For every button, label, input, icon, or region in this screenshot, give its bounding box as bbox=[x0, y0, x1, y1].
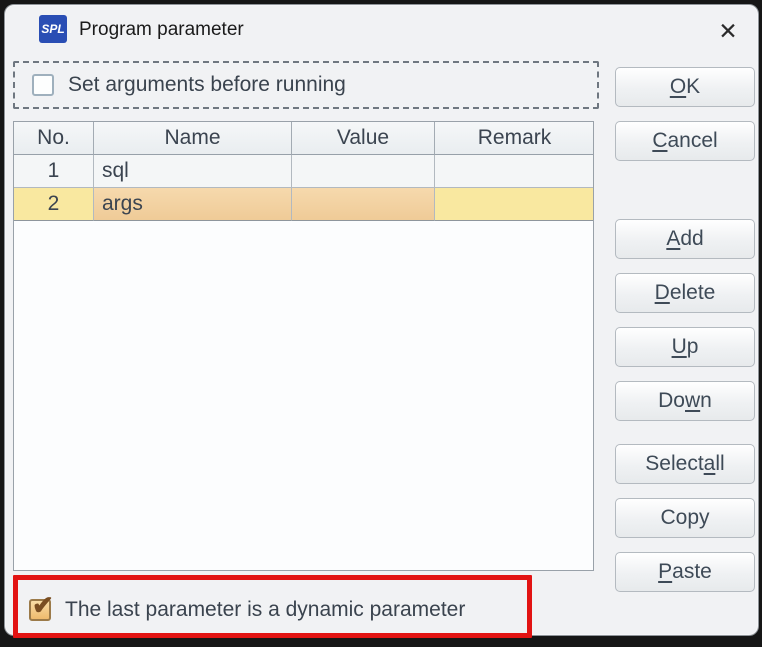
set-arguments-label: Set arguments before running bbox=[68, 73, 346, 96]
window-title: Program parameter bbox=[79, 19, 244, 40]
column-header-remark[interactable]: Remark bbox=[435, 122, 593, 155]
table-row[interactable]: 1 sql bbox=[14, 155, 593, 188]
set-arguments-checkbox[interactable] bbox=[32, 74, 54, 96]
column-header-no[interactable]: No. bbox=[14, 122, 94, 155]
column-header-name[interactable]: Name bbox=[94, 122, 292, 155]
cell-name[interactable]: args bbox=[94, 188, 292, 221]
titlebar[interactable]: SPL Program parameter ✕ bbox=[5, 5, 758, 57]
set-arguments-groupbox: Set arguments before running bbox=[13, 61, 599, 109]
column-header-value[interactable]: Value bbox=[292, 122, 435, 155]
cell-value[interactable] bbox=[292, 188, 435, 221]
copy-button[interactable]: Copy bbox=[615, 498, 755, 538]
spl-app-icon: SPL bbox=[39, 15, 67, 43]
parameter-table[interactable]: No. Name Value Remark 1 sql 2 args bbox=[13, 121, 594, 571]
cell-no[interactable]: 2 bbox=[14, 188, 94, 221]
dynamic-parameter-row: ✔ The last parameter is a dynamic parame… bbox=[29, 592, 466, 623]
table-row-selected[interactable]: 2 args bbox=[14, 188, 593, 221]
cell-remark[interactable] bbox=[435, 155, 593, 188]
checkmark-icon: ✔ bbox=[32, 590, 54, 620]
table-header-row: No. Name Value Remark bbox=[14, 122, 593, 155]
cell-no[interactable]: 1 bbox=[14, 155, 94, 188]
cell-value[interactable] bbox=[292, 155, 435, 188]
dynamic-parameter-checkbox[interactable]: ✔ bbox=[29, 592, 54, 621]
program-parameter-dialog: SPL Program parameter ✕ Set arguments be… bbox=[4, 4, 759, 638]
cell-name[interactable]: sql bbox=[94, 155, 292, 188]
dynamic-parameter-label: The last parameter is a dynamic paramete… bbox=[65, 598, 466, 621]
close-icon[interactable]: ✕ bbox=[718, 17, 738, 44]
cell-remark[interactable] bbox=[435, 188, 593, 221]
